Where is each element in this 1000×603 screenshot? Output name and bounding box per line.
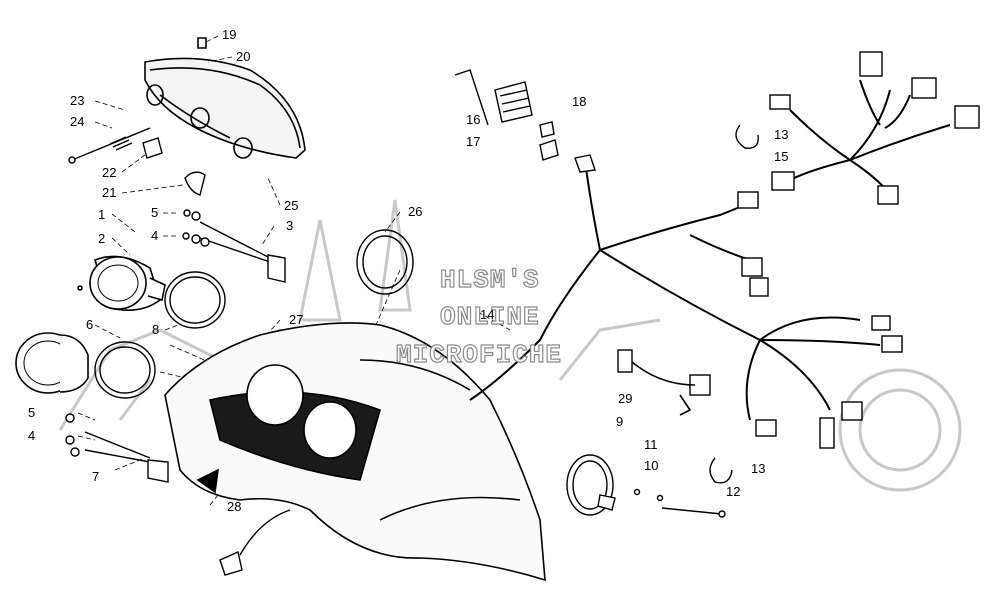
callout-15: 15 — [774, 149, 789, 164]
callout-2: 2 — [98, 231, 106, 246]
callout-24: 24 — [70, 114, 85, 129]
dash-connector — [219, 509, 291, 576]
callout-14: 14 — [480, 307, 495, 322]
main-wiring-harness — [469, 154, 881, 421]
headlight-housing — [144, 37, 306, 159]
indicator-light — [566, 454, 726, 518]
callout-10: 10 — [644, 458, 659, 473]
gauge-rings — [94, 229, 414, 399]
callout-20: 20 — [236, 49, 251, 64]
hose-clamps — [709, 124, 759, 484]
callout-25: 25 — [284, 198, 299, 213]
callout-27: 27 — [289, 312, 304, 327]
voltage-regulator — [454, 69, 559, 161]
callout-28: 28 — [227, 499, 242, 514]
watermark-line-2: ONLINE — [439, 301, 540, 332]
callout-4-lower: 4 — [28, 428, 36, 443]
callout-22: 22 — [102, 165, 117, 180]
tachometer — [15, 332, 89, 394]
bulb-harness-lower — [65, 413, 169, 483]
callout-17: 17 — [466, 134, 481, 149]
callout-18: 18 — [572, 94, 587, 109]
callout-16: 16 — [466, 112, 481, 127]
callout-8: 8 — [152, 322, 160, 337]
callout-19: 19 — [222, 27, 237, 42]
callout-1: 1 — [98, 207, 106, 222]
harness-connectors — [617, 51, 980, 449]
callout-29: 29 — [618, 391, 633, 406]
callout-21: 21 — [102, 185, 117, 200]
callout-3: 3 — [286, 218, 294, 233]
bulb-socket — [142, 137, 206, 196]
callout-26: 26 — [408, 204, 423, 219]
callout-7: 7 — [92, 469, 100, 484]
callout-4-upper: 4 — [151, 228, 159, 243]
watermark-line-3: MICROFICHE — [395, 339, 563, 370]
watermark-line-1: HLSM'S — [439, 264, 540, 295]
callout-9: 9 — [616, 414, 624, 429]
callout-23: 23 — [70, 93, 85, 108]
dash-panel — [164, 322, 546, 582]
callout-12: 12 — [726, 484, 741, 499]
callout-5-lower: 5 — [28, 405, 36, 420]
callout-6: 6 — [86, 317, 94, 332]
callout-13-upper: 13 — [774, 127, 789, 142]
callout-11: 11 — [644, 437, 658, 452]
callout-5-upper: 5 — [151, 205, 159, 220]
speedometer — [77, 255, 166, 311]
callout-13-lower: 13 — [751, 461, 766, 476]
accessory-harness — [631, 361, 696, 416]
bulb-harness-upper — [182, 209, 286, 283]
adjuster-screw — [68, 127, 151, 164]
